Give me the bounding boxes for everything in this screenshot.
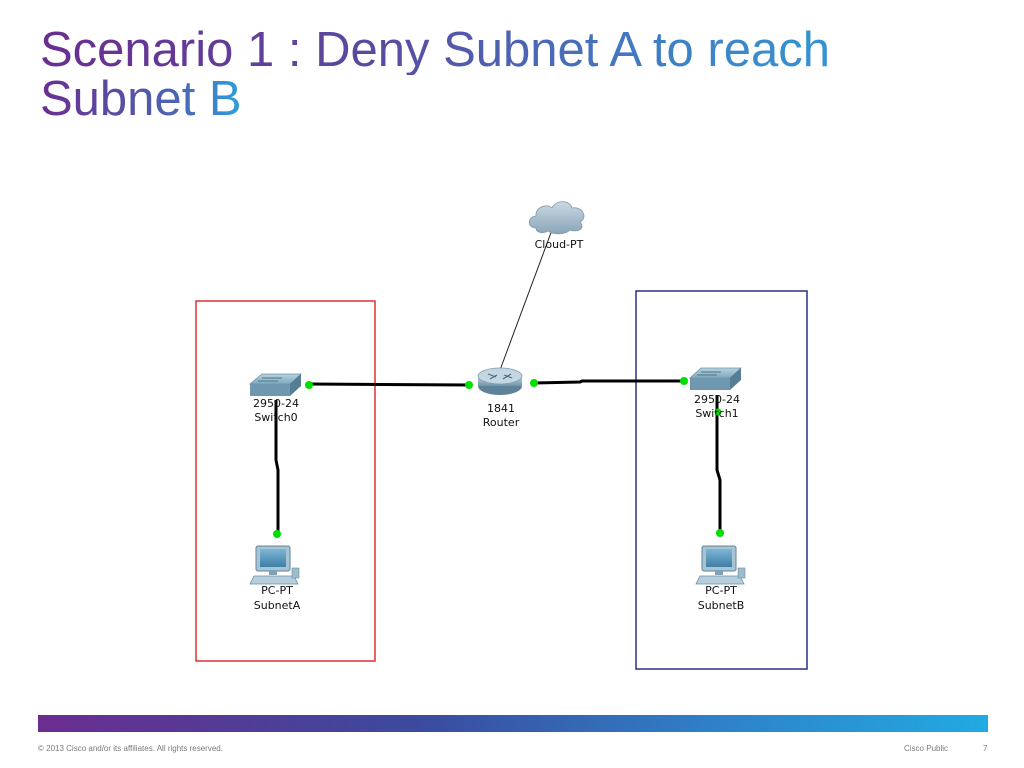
pc-b-label: SubnetB (698, 599, 745, 612)
cloud-icon[interactable] (528, 201, 585, 235)
slide-title-line2: Subnet B (40, 72, 242, 126)
link-status-dot (714, 408, 722, 416)
slide-title-line1: Scenario 1 : Deny Subnet A to reach (40, 26, 1000, 75)
pc-b-model: PC-PT (705, 584, 737, 597)
pc-a-label: SubnetA (254, 599, 301, 612)
footer-gradient-bar (38, 715, 988, 732)
link-switch0-pca (274, 400, 280, 534)
subnet-a-boundary (195, 300, 376, 662)
switch1-label: Switch1 (695, 407, 738, 420)
page-number: 7 (983, 744, 988, 753)
link-status-dot (530, 379, 538, 387)
switch-icon[interactable] (248, 373, 303, 396)
link-router-switch1 (533, 379, 684, 385)
link-switch1-pcb (715, 395, 722, 533)
link-status-dot (305, 381, 313, 389)
switch-icon[interactable] (688, 367, 743, 390)
link-router-cloud (499, 229, 553, 371)
copyright-text: © 2013 Cisco and/or its affiliates. All … (38, 744, 223, 753)
router-model: 1841 (487, 402, 515, 415)
classification-text: Cisco Public (904, 744, 949, 753)
router-icon[interactable] (477, 367, 523, 395)
switch0-label: Switch0 (254, 411, 297, 424)
cloud-label: Cloud-PT (535, 238, 584, 251)
link-switch0-router (307, 382, 471, 387)
pc-a-model: PC-PT (261, 584, 293, 597)
pc-icon[interactable] (249, 545, 300, 585)
slide-title: Scenario 1 : Deny Subnet A to reach Subn… (40, 26, 1000, 124)
switch0-model: 2950-24 (253, 397, 299, 410)
link-status-dot (680, 377, 688, 385)
pc-icon[interactable] (695, 545, 746, 585)
subnet-b-boundary (635, 290, 808, 670)
link-status-dot (465, 381, 473, 389)
switch1-model: 2950-24 (694, 393, 740, 406)
router-label: Router (483, 416, 520, 429)
link-status-dot (273, 530, 281, 538)
link-status-dot (716, 529, 724, 537)
